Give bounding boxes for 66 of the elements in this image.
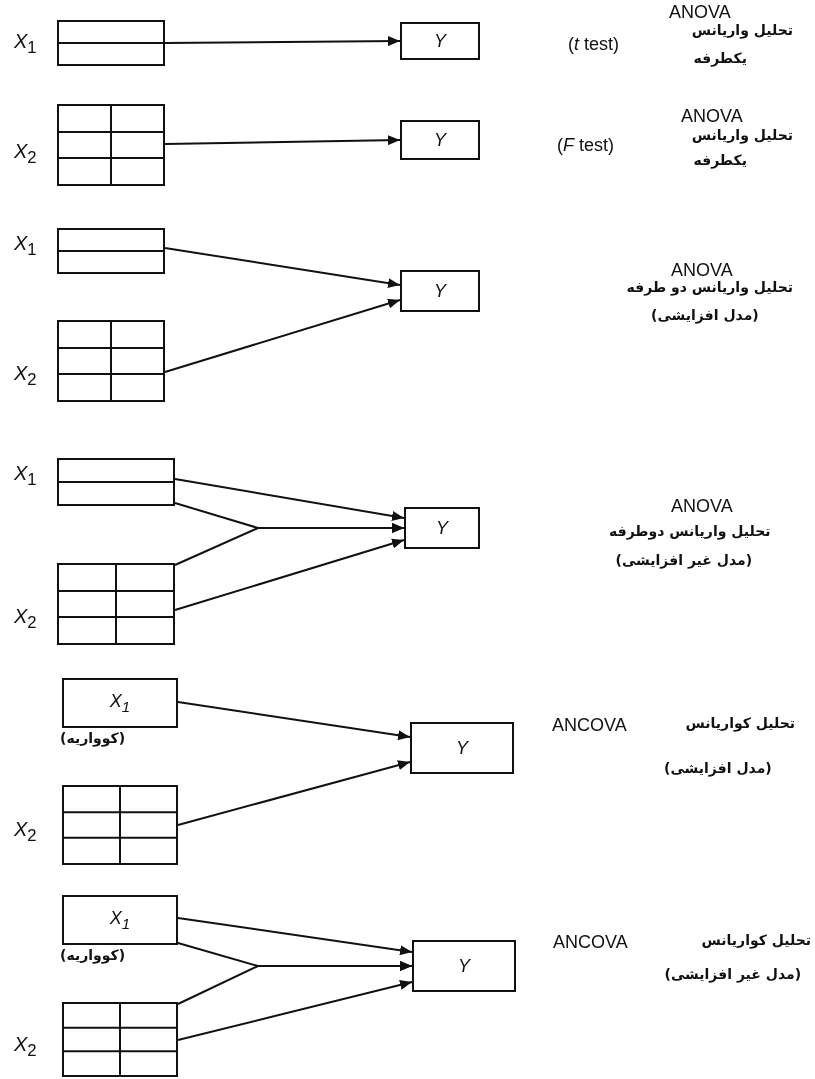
note-label: (کوواریه)	[60, 947, 126, 963]
variable-label: X$_{2}$	[14, 1033, 37, 1061]
variable-box	[400, 120, 480, 160]
variable-label: Y	[436, 517, 448, 539]
variable-label: Y	[434, 129, 446, 151]
outcome-box	[62, 678, 178, 728]
method-label: تحلیل واریانس دو طرفه	[626, 279, 793, 295]
factor-table	[57, 563, 175, 645]
arrow	[164, 36, 401, 47]
method-name: (t test)	[568, 34, 620, 55]
variable-label: X$_{2}$	[14, 818, 37, 846]
factor-table	[62, 1002, 178, 1077]
outcome-box	[400, 22, 480, 60]
variable-label: Y	[434, 280, 446, 302]
factor-table	[57, 20, 165, 66]
arrow	[174, 523, 405, 566]
arrow	[177, 980, 413, 1041]
variable-box	[404, 507, 480, 549]
variable-label: X$_{1}$	[14, 462, 37, 490]
variable-label: X$_{2}$	[14, 140, 37, 168]
variable-label: X$_{2}$	[14, 362, 37, 390]
method-name: ANOVA	[671, 260, 733, 281]
method-label: (مدل غیر افزایشی)	[664, 966, 802, 982]
variable-label: X$_{1}$	[109, 908, 131, 932]
method-label: (مدل غیر افزایشی)	[615, 552, 753, 568]
method-name: (F test)	[557, 135, 614, 156]
method-label: (مدل افزایشی)	[651, 307, 759, 323]
method-label: یکطرفه	[693, 152, 747, 168]
arrow	[164, 247, 401, 289]
variable-label: X$_{2}$	[14, 605, 37, 633]
factor-table	[57, 228, 165, 274]
outcome-box	[410, 722, 514, 774]
method-label: یکطرفه	[693, 50, 747, 66]
arrow	[177, 961, 413, 1005]
factor-table	[57, 320, 165, 402]
variable-label: X$_{1}$	[14, 232, 37, 260]
variable-label: X$_{1}$	[109, 691, 131, 715]
factor-table	[57, 104, 165, 186]
variable-label: Y	[456, 737, 468, 759]
method-label: تحلیل واریانس	[691, 22, 793, 38]
variable-label: X$_{1}$	[14, 30, 37, 58]
arrow	[164, 135, 401, 146]
method-name: ANCOVA	[553, 932, 628, 953]
variable-label: Y	[458, 955, 470, 977]
outcome-box	[62, 895, 178, 945]
arrow	[177, 701, 411, 741]
method-label: تحلیل کواریانس	[685, 715, 795, 731]
arrow	[177, 917, 413, 956]
arrow	[174, 478, 405, 521]
method-label: (مدل افزایشی)	[664, 760, 772, 776]
variable-box	[412, 940, 516, 992]
arrow	[174, 538, 405, 611]
method-name: ANCOVA	[552, 715, 627, 736]
method-label: تحلیل واریانس	[691, 127, 793, 143]
variable-box	[400, 270, 480, 312]
factor-table	[57, 458, 175, 506]
arrow	[177, 760, 411, 826]
factor-table	[62, 785, 178, 865]
note-label: (کوواریه)	[60, 730, 126, 746]
arrow	[164, 298, 401, 373]
method-name: ANOVA	[681, 106, 743, 127]
method-name: ANOVA	[669, 2, 731, 23]
method-label: تحلیل واریانس دوطرفه	[609, 523, 771, 539]
method-label: تحلیل کواریانس	[701, 932, 811, 948]
method-name: ANOVA	[671, 496, 733, 517]
variable-label: Y	[434, 30, 446, 52]
